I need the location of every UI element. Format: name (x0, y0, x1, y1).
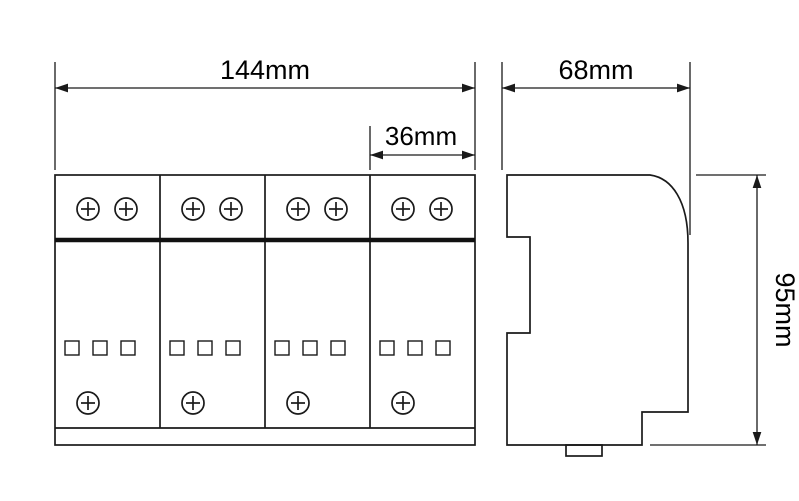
indicator-window (169, 340, 185, 356)
device-side-profile (506, 174, 689, 457)
indicator-window (64, 340, 80, 356)
indicator-window (330, 340, 346, 356)
dimension-label-module-width: 36mm (385, 121, 457, 151)
module (274, 197, 348, 415)
screw-terminal-icon (219, 197, 243, 221)
indicator-window (92, 340, 108, 356)
side-view: 68mm 95mm (501, 55, 799, 457)
front-view: 144mm 36mm (54, 55, 476, 446)
indicator-window (274, 340, 290, 356)
screw-terminal-icon (181, 197, 205, 221)
screw-terminal-icon (76, 197, 100, 221)
screw-terminal-icon (76, 391, 100, 415)
screw-terminal-icon (391, 197, 415, 221)
dimension-label-depth: 68mm (558, 55, 633, 85)
side-height-dimension: 95mm (650, 174, 799, 446)
indicator-window (407, 340, 423, 356)
front-width-dimension: 144mm (54, 55, 476, 170)
screw-terminal-icon (391, 391, 415, 415)
screw-terminal-icon (429, 197, 453, 221)
device-front-outline (54, 174, 476, 446)
screw-terminal-icon (324, 197, 348, 221)
indicator-window (197, 340, 213, 356)
din-rail-foot (565, 444, 603, 457)
screw-terminal-icon (286, 391, 310, 415)
module (64, 197, 138, 415)
side-depth-dimension: 68mm (501, 55, 691, 235)
module (379, 197, 453, 415)
screw-terminal-icon (286, 197, 310, 221)
module (169, 197, 243, 415)
side-profile-path (506, 174, 689, 446)
indicator-window (302, 340, 318, 356)
dimension-label-height: 95mm (770, 272, 799, 347)
dimension-label-width: 144mm (220, 55, 310, 85)
indicator-window (435, 340, 451, 356)
screw-terminal-icon (181, 391, 205, 415)
screw-terminal-icon (114, 197, 138, 221)
indicator-window (379, 340, 395, 356)
indicator-window (120, 340, 136, 356)
front-module-width-dimension: 36mm (369, 121, 475, 170)
indicator-window (225, 340, 241, 356)
